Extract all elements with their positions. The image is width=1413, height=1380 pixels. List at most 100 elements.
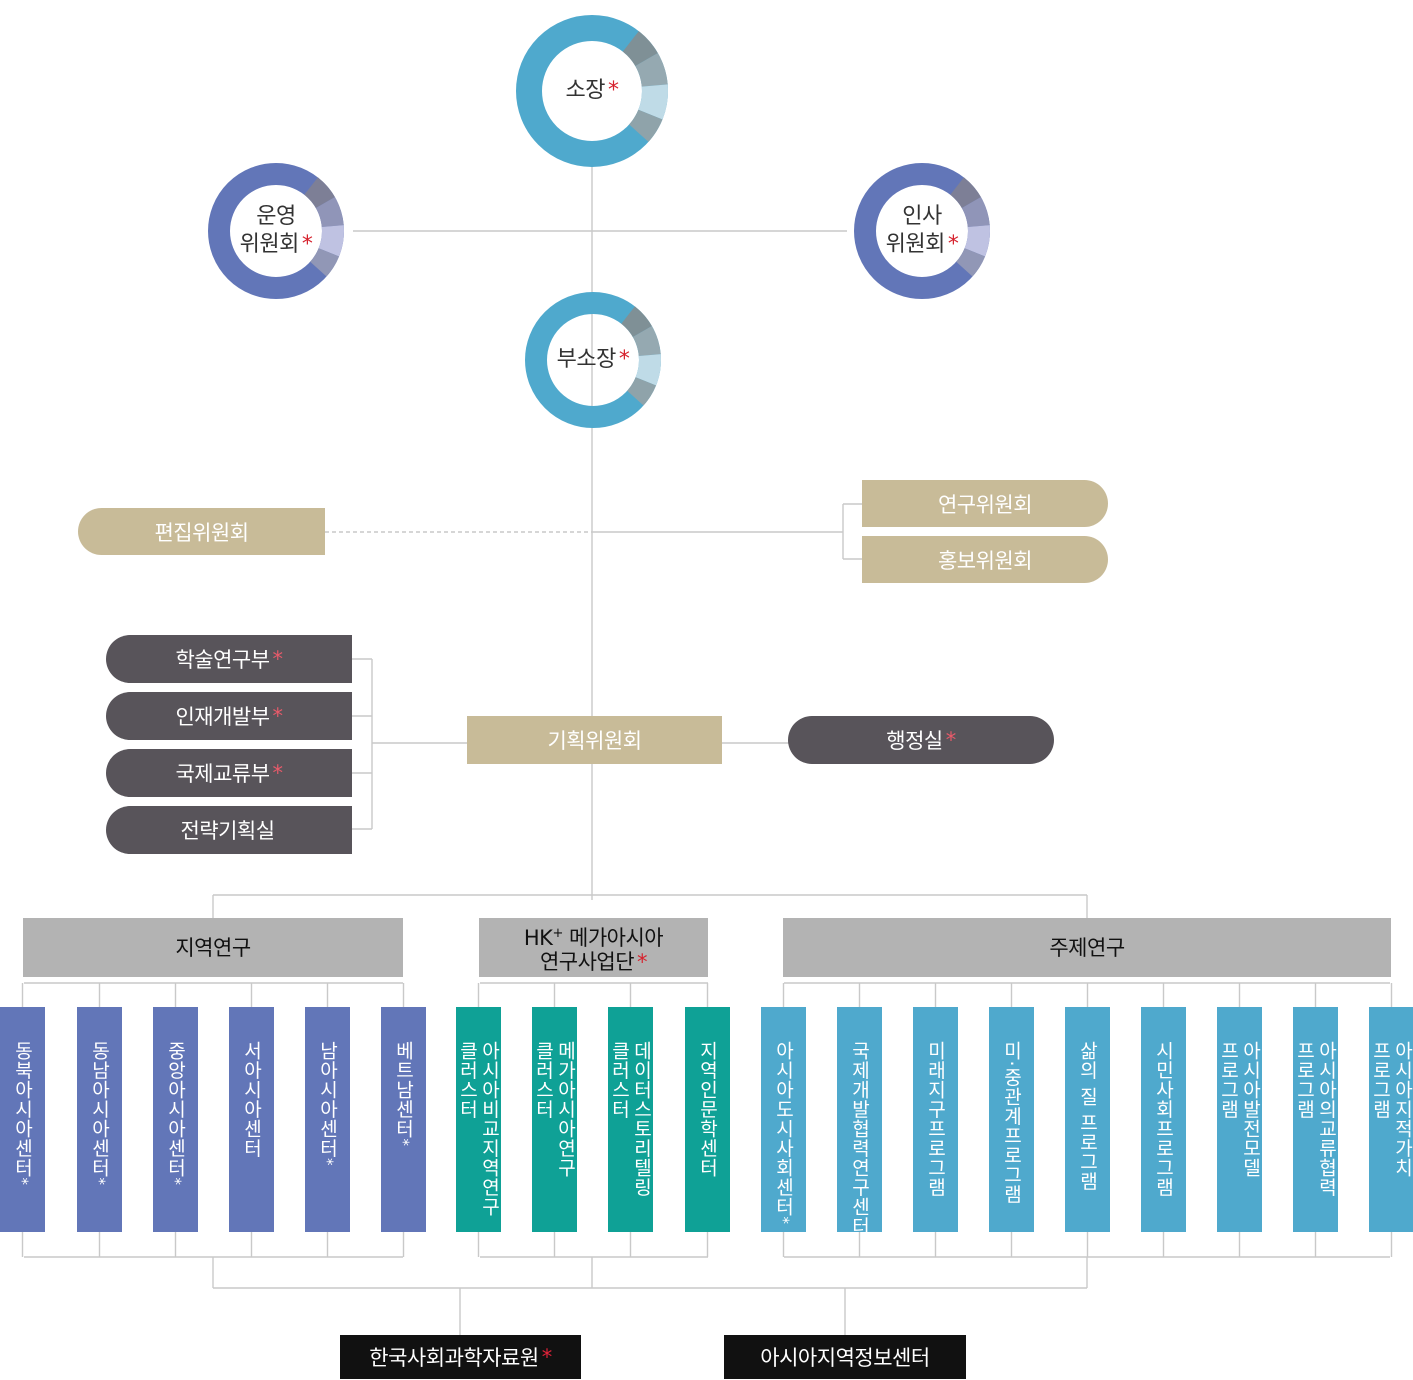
star-mark: * — [272, 704, 284, 728]
asia-info-center-label: 아시아지역정보센터 — [760, 1346, 930, 1370]
ring-segment — [638, 84, 668, 120]
department-label: 인재개발부 — [175, 705, 270, 729]
asia-info-center-box[interactable]: 아시아지역정보센터 — [724, 1335, 966, 1379]
personnel-committee-label[interactable]: 인사 위원회* — [885, 204, 959, 257]
director-label[interactable]: 소장* — [565, 78, 619, 103]
director-ring: 소장* — [500, 4, 684, 178]
deputy-director-ring: 부소장* — [513, 282, 673, 438]
ring-segment — [621, 306, 652, 337]
star-mark: * — [945, 728, 957, 752]
publicity-committee[interactable]: 홍보위원회 — [862, 536, 1108, 583]
administration-office-label: 행정실 — [886, 729, 943, 753]
research-unit-label: 남아시아센터* — [316, 1041, 339, 1166]
star-mark: * — [13, 1177, 32, 1186]
department-academic-research[interactable]: 학술연구부* — [106, 635, 352, 683]
research-unit-6[interactable]: 베트남센터* — [381, 1007, 426, 1232]
star-mark: * — [90, 1177, 109, 1186]
group-thematic-label: 주제연구 — [1049, 935, 1125, 960]
group-regional-studies[interactable]: 지역연구 — [23, 918, 403, 977]
publicity-committee-label: 홍보위원회 — [937, 548, 1033, 573]
ring-segment — [629, 109, 663, 142]
department-label: 전략기획실 — [180, 819, 275, 843]
star-mark: * — [272, 647, 284, 671]
research-unit-label: 프로그램 — [1293, 1041, 1316, 1119]
department-label: 국제교류부 — [175, 762, 270, 786]
ring-segment — [964, 225, 990, 257]
research-unit-label: 중앙아시아센터* — [164, 1041, 187, 1186]
research-unit-label: 프로그램 — [1217, 1041, 1240, 1119]
research-unit-11[interactable]: 아시아도시사회센터* — [761, 1007, 806, 1232]
ring-segment — [318, 225, 344, 257]
research-committee[interactable]: 연구위원회 — [862, 480, 1108, 527]
editorial-committee[interactable]: 편집위원회 — [78, 508, 325, 555]
ring-segment — [622, 31, 658, 66]
operations-committee-label[interactable]: 운영 위원회* — [239, 204, 313, 257]
research-committee-label: 연구위원회 — [937, 492, 1033, 517]
ring-segment — [310, 248, 340, 277]
group-thematic-studies[interactable]: 주제연구 — [783, 918, 1391, 977]
ring-segment — [635, 53, 668, 87]
research-unit-15[interactable]: 삶의 질 프로그램 — [1065, 1007, 1110, 1232]
star-mark: * — [166, 1177, 185, 1186]
research-unit-label: 메가아시아연구 — [554, 1041, 577, 1178]
research-unit-13[interactable]: 미래지구프로그램 — [913, 1007, 958, 1232]
personnel-committee-donut — [854, 163, 990, 299]
research-unit-label: 미래지구프로그램 — [924, 1041, 947, 1197]
research-unit-label: 아시아비교지역연구 — [478, 1041, 501, 1217]
research-unit-label: 아시아발전모델 — [1239, 1041, 1262, 1178]
planning-committee-label: 기획위원회 — [547, 729, 642, 753]
research-unit-3[interactable]: 중앙아시아센터* — [153, 1007, 198, 1232]
ring-segment — [315, 197, 344, 227]
department-label: 학술연구부 — [175, 648, 270, 672]
ring-segment — [950, 177, 981, 208]
group-hk-mega-asia[interactable]: HK+ 메가아시아 연구사업단* — [479, 918, 708, 977]
star-mark: * — [318, 1158, 337, 1166]
research-unit-label: 국제개발협력연구센터 — [848, 1041, 871, 1236]
research-unit-16[interactable]: 시민사회프로그램 — [1141, 1007, 1186, 1232]
department-international-exchange[interactable]: 국제교류부* — [106, 749, 352, 797]
star-mark: * — [541, 1345, 553, 1369]
research-unit-4[interactable]: 서아시아센터 — [229, 1007, 274, 1232]
research-unit-label: 미·중관계프로그램 — [1000, 1041, 1023, 1204]
research-unit-label: 클러스터 — [608, 1041, 631, 1119]
editorial-committee-label: 편집위원회 — [154, 520, 249, 545]
research-unit-label: 삶의 질 프로그램 — [1076, 1041, 1099, 1191]
research-unit-14[interactable]: 미·중관계프로그램 — [989, 1007, 1034, 1232]
group-regional-label: 지역연구 — [175, 935, 251, 960]
group-hk-line2: 연구사업단* — [539, 949, 648, 974]
research-unit-12[interactable]: 국제개발협력연구센터 — [837, 1007, 882, 1236]
planning-committee[interactable]: 기획위원회 — [467, 716, 722, 764]
research-unit-1[interactable]: 동북아시아센터* — [0, 1007, 45, 1232]
ring-segment — [956, 248, 986, 277]
research-unit-label: 지역인문학센터 — [696, 1041, 719, 1178]
ring-segment — [304, 177, 335, 208]
ring-segment — [632, 326, 661, 356]
research-unit-label: 아시아의교류협력 — [1315, 1041, 1338, 1197]
personnel-committee-ring: 인사 위원회* — [842, 153, 1002, 309]
research-unit-label: 서아시아센터 — [240, 1041, 263, 1158]
department-strategic-planning[interactable]: 전략기획실 — [106, 806, 352, 854]
research-unit-label: 동북아시아센터* — [11, 1041, 34, 1186]
department-talent-development[interactable]: 인재개발부* — [106, 692, 352, 740]
research-unit-10[interactable]: 지역인문학센터 — [685, 1007, 730, 1232]
group-hk-line1: HK+ 메가아시아 — [523, 925, 664, 950]
star-mark: * — [394, 1138, 413, 1147]
kossda-box[interactable]: 한국사회과학자료원* — [340, 1335, 581, 1379]
operations-committee-ring: 운영 위원회* — [196, 153, 356, 309]
star-mark: * — [774, 1216, 793, 1225]
research-unit-2[interactable]: 동남아시아센터* — [77, 1007, 122, 1232]
research-unit-label: 베트남센터* — [392, 1041, 415, 1147]
research-unit-5[interactable]: 남아시아센터* — [305, 1007, 350, 1232]
deputy-director-donut — [525, 292, 661, 428]
research-unit-label: 아시아도시사회센터* — [772, 1041, 795, 1225]
administration-office[interactable]: 행정실* — [788, 716, 1054, 764]
ring-segment — [961, 197, 990, 227]
deputy-director-label[interactable]: 부소장* — [556, 347, 630, 372]
